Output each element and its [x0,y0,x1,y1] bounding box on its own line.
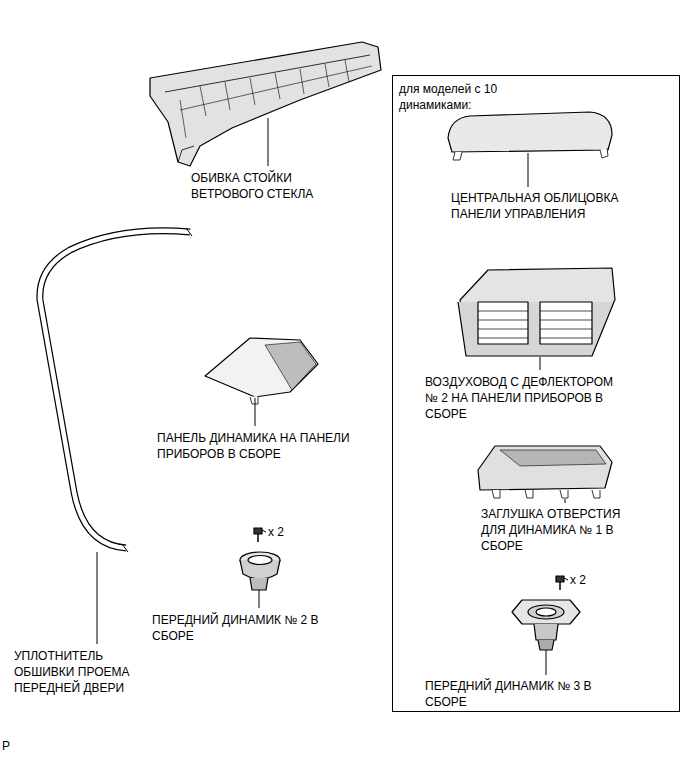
part-name: ЦЕНТРАЛЬНАЯ ОБЛИЦОВКА ПАНЕЛИ УПРАВЛЕНИЯ [451,190,629,222]
group-heading: для моделей с 10 динамиками: [393,76,555,118]
quantity: x 2 [570,572,600,588]
quantity: x 2 [268,524,298,540]
part-name: ПЕРЕДНИЙ ДИНАМИК № 3 В СБОРЕ [425,678,607,710]
part-name: ПЕРЕДНИЙ ДИНАМИК № 2 В СБОРЕ [152,612,334,644]
part-name: ВОЗДУХОВОД С ДЕФЛЕКТОРОМ № 2 НА ПАНЕЛИ П… [425,374,625,422]
part-name: ПАНЕЛЬ ДИНАМИКА НА ПАНЕЛИ ПРИБОРОВ В СБО… [157,430,362,462]
part-name: ЗАГЛУШКА ОТВЕРСТИЯ ДЛЯ ДИНАМИКА № 1 В СБ… [481,506,641,554]
figure-code: P [2,738,16,754]
part-name: ОБИВКА СТОЙКИ ВЕТРОВОГО СТЕКЛА [191,170,341,202]
part-name: УПЛОТНИТЕЛЬ ОБШИВКИ ПРОЕМА ПЕРЕДНЕЙ ДВЕР… [14,648,166,696]
